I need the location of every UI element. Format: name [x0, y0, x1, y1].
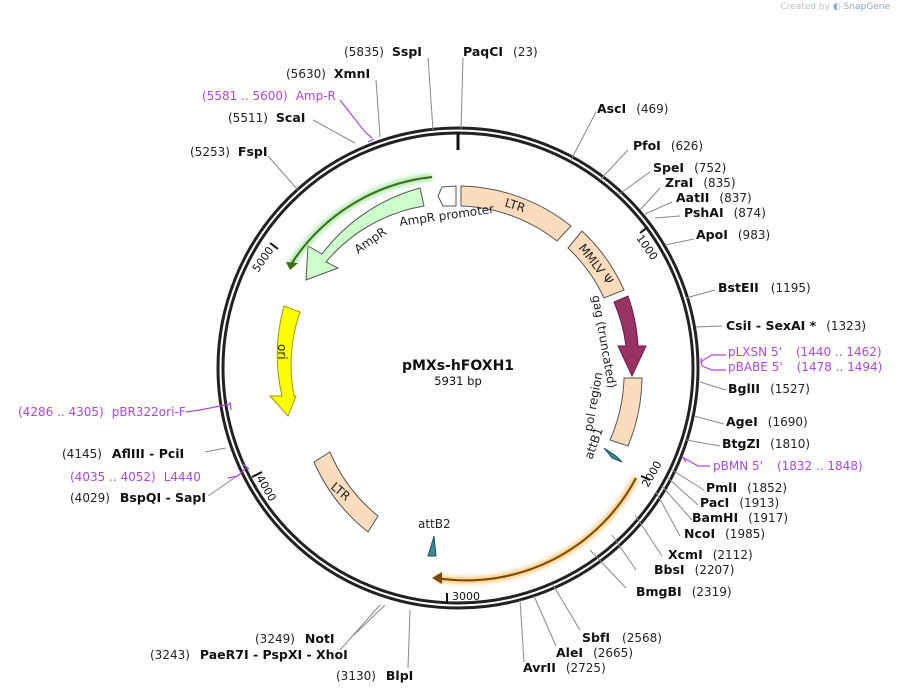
primer-l4440[interactable]: (4035 .. 4052)L4440	[70, 470, 201, 484]
enzyme-apoi[interactable]: ApoI(983)	[696, 227, 770, 242]
enzyme-sbfi[interactable]: SbfI(2568)	[582, 630, 662, 645]
tick-4000	[251, 471, 263, 478]
snapgene-logo-icon: ◐	[832, 2, 841, 12]
feature-attb2-label: attB2	[418, 517, 451, 531]
feature-mmlv-psi[interactable]	[567, 230, 625, 299]
backbone-outer-ring	[216, 126, 700, 610]
orf-green	[289, 176, 433, 267]
feature-ltr-1-label: LTR	[503, 196, 527, 216]
primer-leaders	[185, 99, 726, 479]
enzyme-bamhi[interactable]: BamHI(1917)	[692, 510, 788, 525]
enzyme-bmgbi[interactable]: BmgBI(2319)	[636, 584, 732, 599]
enzyme-afliii-pcii[interactable]: (4145)AflIII - PciI	[62, 446, 184, 461]
enzyme-csii-sexai[interactable]: CsiI - SexAI *(1323)	[726, 318, 866, 333]
enzyme-paqci[interactable]: PaqCI(23)	[463, 44, 538, 59]
orf-green-arrowhead	[286, 262, 298, 270]
enzyme-bsteii[interactable]: BstEII(1195)	[718, 280, 811, 295]
enzyme-zrai[interactable]: ZraI(835)	[665, 175, 736, 190]
enzyme-agei[interactable]: AgeI(1690)	[726, 414, 808, 429]
tick-label-1000: 1000	[634, 232, 661, 262]
enzyme-paci[interactable]: PacI(1913)	[700, 495, 779, 510]
tick-2000	[640, 475, 651, 481]
primer-plxsn-5[interactable]: pLXSN 5'(1440 .. 1462)	[728, 345, 882, 359]
enzyme-avrii[interactable]: AvrII(2725)	[523, 660, 606, 675]
tick-label-3000: 3000	[452, 590, 480, 603]
snapgene-credit: Created by ◐ SnapGene	[780, 2, 890, 12]
primer-pbabe-5[interactable]: pBABE 5'(1478 .. 1494)	[728, 360, 882, 374]
enzyme-labels: (5835)SspI PaqCI(23) (5630)XmnI (5511)Sc…	[62, 44, 866, 683]
feature-ampr[interactable]	[305, 187, 425, 281]
enzyme-pmli[interactable]: PmlI(1852)	[706, 480, 787, 495]
enzyme-pfoi[interactable]: PfoI(626)	[633, 138, 703, 153]
primer-pbmn-5[interactable]: pBMN 5'(1832 .. 1848)	[713, 459, 863, 473]
enzyme-paer7i-pspxi-xhoi[interactable]: (3243)PaeR7I - PspXI - XhoI	[150, 647, 348, 662]
enzyme-xcmi[interactable]: XcmI(2112)	[668, 547, 753, 562]
plasmid-size: 5931 bp	[434, 374, 482, 388]
credit-prefix: Created by	[780, 2, 830, 12]
enzyme-bspqi-sapi[interactable]: (4029)BspQI - SapI	[70, 490, 206, 505]
feature-ori[interactable]	[268, 305, 301, 417]
tick-5000	[269, 242, 279, 250]
feature-ltr-1[interactable]	[460, 185, 572, 242]
primer-amp-r[interactable]: (5581 .. 5600)Amp-R	[202, 89, 336, 103]
enzyme-alei[interactable]: AleI(2665)	[556, 645, 633, 660]
enzyme-xmni[interactable]: (5630)XmnI	[286, 66, 370, 81]
primer-labels: (5581 .. 5600)Amp-R pLXSN 5'(1440 .. 146…	[18, 89, 882, 484]
feature-pol-region-label: pol region	[581, 371, 605, 433]
enzyme-spei[interactable]: SpeI(752)	[653, 160, 726, 175]
orf-orange-glow	[435, 476, 639, 584]
credit-brand: SnapGene	[843, 2, 890, 12]
orf-orange	[435, 477, 637, 582]
enzyme-aatii[interactable]: AatII(837)	[676, 190, 752, 205]
feature-gag-truncated[interactable]	[613, 295, 647, 378]
tick-1000	[639, 226, 649, 234]
primer-pbr322ori-f[interactable]: (4286 .. 4305)pBR322ori-F	[18, 405, 186, 419]
enzyme-scai[interactable]: (5511)ScaI	[228, 110, 305, 125]
enzyme-noti[interactable]: (3249)NotI	[255, 631, 335, 646]
feature-attb2[interactable]	[427, 535, 437, 557]
feature-ori-label: ori	[275, 344, 289, 360]
feature-pol-region[interactable]	[609, 377, 643, 447]
orf-arcs	[286, 174, 639, 584]
enzyme-pshai[interactable]: PshAI(874)	[684, 205, 766, 220]
enzyme-ncoi[interactable]: NcoI(1985)	[684, 526, 765, 541]
orf-orange-arrowhead	[432, 572, 442, 584]
plasmid-name: pMXs-hFOXH1	[402, 358, 514, 374]
enzyme-bglii[interactable]: BglII(1527)	[728, 381, 810, 396]
enzyme-blpi[interactable]: (3130)BlpI	[336, 668, 413, 683]
feature-ltr-2[interactable]	[313, 451, 379, 533]
feature-ampr-promoter[interactable]	[437, 185, 457, 207]
feature-attb1[interactable]	[603, 447, 623, 463]
enzyme-btgzi[interactable]: BtgZI(1810)	[722, 436, 810, 451]
enzyme-leaders	[204, 57, 727, 669]
enzyme-sspi[interactable]: (5835)SspI	[344, 44, 422, 59]
enzyme-fspi[interactable]: (5253)FspI	[190, 144, 267, 159]
enzyme-bbsi[interactable]: BbsI(2207)	[654, 562, 734, 577]
enzyme-asci[interactable]: AscI(469)	[597, 101, 668, 116]
